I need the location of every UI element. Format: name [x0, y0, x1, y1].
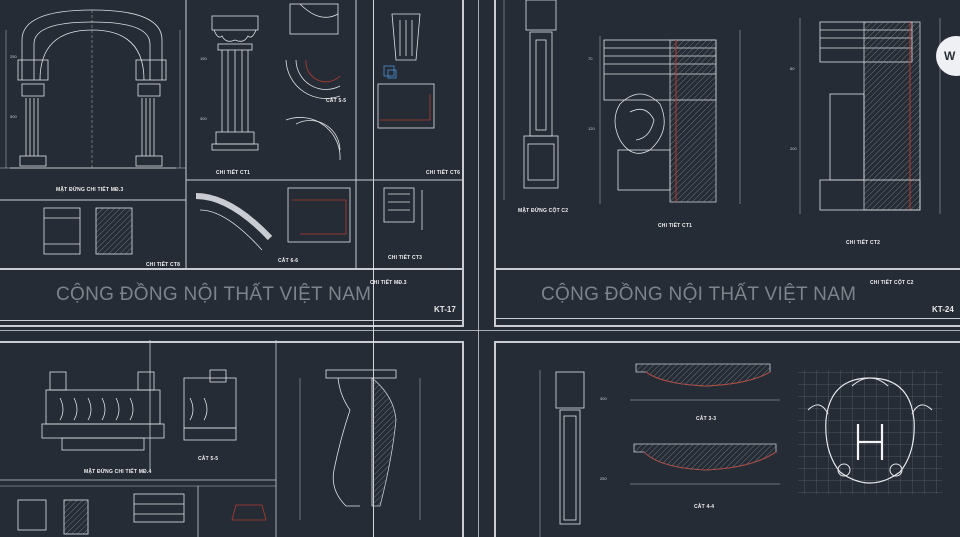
sheet-code-left: KT-17 — [434, 305, 456, 314]
ring-section-drawing — [285, 3, 341, 161]
cornice-detail-drawing — [43, 187, 423, 255]
caption-balustrade: MẶT ĐỨNG CHI TIẾT MĐ.4 — [84, 469, 152, 475]
sheet-code-right: KT-24 — [932, 305, 954, 314]
caption-ct2: CHI TIẾT CT2 — [846, 240, 881, 246]
brand-watermark-right: CỘNG ĐỒNG NỘI THẤT VIỆT NAM — [541, 284, 857, 305]
svg-text:120: 120 — [588, 126, 595, 131]
sheet-frame-top-right — [494, 0, 960, 327]
baluster-section-drawing — [299, 369, 421, 520]
brand-watermark-left: CỘNG ĐỒNG NỘI THẤT VIỆT NAM — [56, 284, 372, 305]
caption-section-5-5-lower: CẮT 5-5 — [198, 456, 219, 462]
svg-text:70: 70 — [588, 56, 593, 61]
caption-section-6-6: CẮT 6-6 — [278, 258, 299, 264]
title-band-bottom-left — [0, 320, 462, 321]
svg-text:300: 300 — [200, 116, 207, 121]
sheet-frame-bottom-left — [0, 341, 464, 537]
caption-ct1: CHI TIẾT CT1 — [216, 170, 251, 176]
caption-section-3-3: CẮT 3-3 — [696, 416, 717, 422]
molding-profile-drawings — [630, 363, 780, 485]
svg-text:500: 500 — [10, 114, 17, 119]
caption-ct3: CHI TIẾT CT3 — [388, 255, 423, 261]
ct2-cornice-drawing — [799, 18, 941, 214]
caption-section-4-4: CẮT 4-4 — [694, 504, 715, 510]
crosshair-vertical — [373, 0, 374, 537]
arch-elevation-drawing — [5, 9, 181, 169]
title-band-line-right — [496, 268, 960, 270]
bracket-detail-drawing — [377, 13, 435, 129]
title-band-bottom-right — [496, 318, 960, 319]
column-c2-elevation — [503, 0, 559, 200]
monogram-grid-drawing — [798, 370, 942, 494]
svg-text:250: 250 — [600, 476, 607, 481]
caption-ct1-right: CHI TIẾT CT1 — [658, 223, 693, 229]
svg-text:150: 150 — [200, 56, 207, 61]
caption-ct8: CHI TIẾT CT8 — [146, 262, 181, 268]
caption-ct6: CHI TIẾT CT6 — [426, 170, 461, 176]
capital-column-drawing — [211, 15, 259, 151]
caption-section-5-5: CẮT 5-5 — [326, 98, 347, 104]
column-elevation-lower — [539, 370, 585, 537]
title-band-line-left — [0, 268, 462, 270]
svg-text:80: 80 — [790, 66, 795, 71]
sheet-frame-top-left — [0, 0, 464, 327]
guide-line-vertical — [478, 0, 479, 537]
sheet-subtitle-right: CHI TIẾT CỘT C2 — [870, 280, 914, 286]
caption-column-c2: MẶT ĐỨNG CỘT C2 — [518, 208, 569, 214]
svg-text:200: 200 — [790, 146, 797, 151]
ct1-ornament-drawing — [599, 30, 741, 204]
caption-arch-elevation: MẶT ĐỨNG CHI TIẾT MĐ.3 — [56, 187, 124, 193]
sheet-subtitle-left: CHI TIẾT MĐ.3 — [370, 280, 407, 286]
svg-text:300: 300 — [600, 396, 607, 401]
profile-detail-drawing — [0, 485, 276, 537]
svg-text:250: 250 — [10, 54, 17, 59]
balustrade-elevation — [0, 340, 277, 537]
guide-line-horizontal — [0, 330, 960, 331]
sheet-frame-bottom-right — [494, 341, 960, 537]
